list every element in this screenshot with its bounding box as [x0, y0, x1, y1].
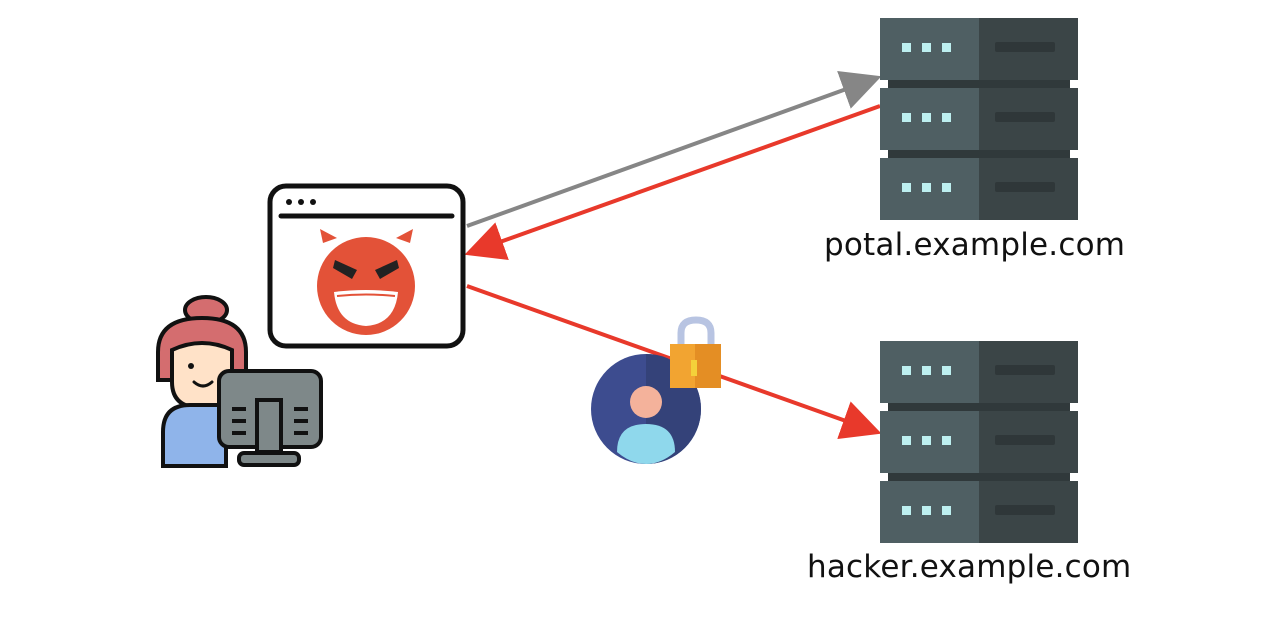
user-profile-with-lock-icon [591, 316, 721, 464]
response-arrow-potal-to-browser [464, 104, 881, 261]
devil-face-icon [317, 229, 415, 335]
user-at-computer-icon [156, 295, 323, 468]
server-rack-icon [880, 18, 1078, 220]
server-rack-icon [880, 341, 1078, 543]
server-label-hacker: hacker.example.com [807, 549, 1132, 585]
request-arrow-browser-to-potal [466, 71, 882, 228]
server-label-potal: potal.example.com [824, 227, 1126, 263]
